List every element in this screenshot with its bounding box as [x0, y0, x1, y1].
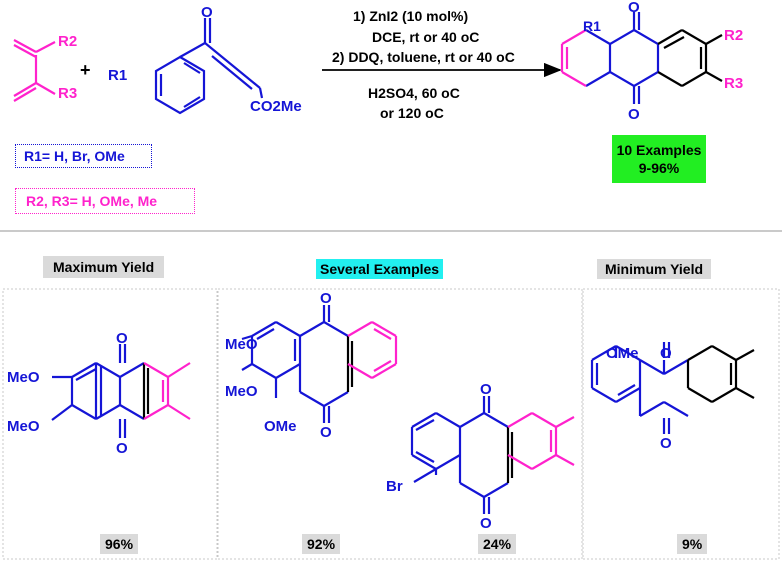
conditions-line1: 1) ZnI2 (10 mol%) — [353, 8, 468, 24]
min-yield-title: Minimum Yield — [597, 259, 712, 279]
product-r3: R3 — [724, 75, 743, 92]
max-sub2: MeO — [7, 418, 40, 435]
several-examples-title: Several Examples — [316, 259, 444, 279]
conditions-line2: DCE, rt or 40 oC — [372, 29, 479, 45]
several-b-structure — [410, 396, 575, 514]
max-o-top: O — [116, 330, 128, 347]
product-r1: R1 — [583, 18, 601, 34]
several-a-yield-value: 92% — [302, 534, 341, 554]
r23-definition-box: R2, R3= H, OMe, Me — [15, 188, 195, 214]
max-sub1: MeO — [7, 369, 40, 386]
max-o-bottom: O — [116, 440, 128, 457]
examples-range: 9-96% — [638, 160, 680, 176]
several-a-structure — [241, 305, 398, 423]
min-o-bottom: O — [660, 435, 672, 452]
product-o-top: O — [628, 0, 640, 16]
several-a-sub2: MeO — [225, 383, 258, 400]
several-b-o-top: O — [480, 381, 492, 398]
ynone-ester: CO2Me — [250, 98, 302, 115]
r1-definition-box: R1= H, Br, OMe — [15, 144, 152, 168]
conditions-line3: 2) DDQ, toluene, rt or 40 oC — [332, 49, 515, 65]
ynone-o: O — [201, 4, 213, 21]
min-o-top: O — [660, 345, 672, 362]
examples-count: 10 Examples — [616, 142, 702, 158]
max-yield-value: 96% — [100, 534, 139, 554]
panel-max — [2, 288, 218, 560]
max-yield-title: Maximum Yield — [43, 256, 165, 278]
product-structure — [560, 12, 723, 104]
several-b-sub1: Br — [386, 478, 403, 495]
panel-min — [582, 288, 780, 560]
examples-summary-box: 10 Examples 9-96% — [612, 135, 706, 183]
product-o-bottom: O — [628, 106, 640, 123]
several-a-o-top: O — [320, 290, 332, 307]
several-b-yield-value: 24% — [478, 534, 517, 554]
ynone-structure — [154, 18, 264, 115]
diene-r3: R3 — [58, 85, 77, 102]
several-b-o-bottom: O — [480, 515, 492, 532]
diene-r2: R2 — [58, 33, 77, 50]
several-a-sub3: OMe — [264, 418, 297, 435]
max-structure — [51, 344, 191, 438]
min-sub1: OMe — [606, 345, 639, 362]
several-a-o-bottom: O — [320, 424, 332, 441]
ynone-r1: R1 — [108, 67, 127, 84]
min-structure — [590, 342, 755, 434]
conditions-line4: H2SO4, 60 oC — [368, 85, 460, 101]
product-r2: R2 — [724, 27, 743, 44]
conditions-line5: or 120 oC — [380, 105, 444, 121]
plus-sign: + — [80, 60, 91, 80]
panel-several — [217, 288, 583, 560]
diene-structure — [13, 39, 56, 102]
min-yield-value: 9% — [677, 534, 708, 554]
several-a-sub1: MeO — [225, 336, 258, 353]
